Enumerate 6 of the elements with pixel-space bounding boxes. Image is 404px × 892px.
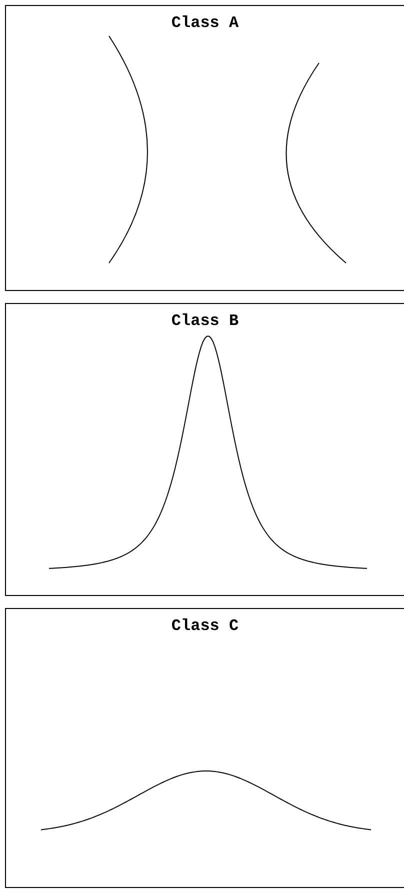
plot-panel [5, 608, 404, 888]
plot-panel [5, 5, 404, 291]
panel-title: Class A [170, 14, 240, 32]
panel-title: Class B [170, 312, 240, 330]
panel-title: Class C [170, 617, 240, 635]
plot-panel [5, 303, 404, 596]
